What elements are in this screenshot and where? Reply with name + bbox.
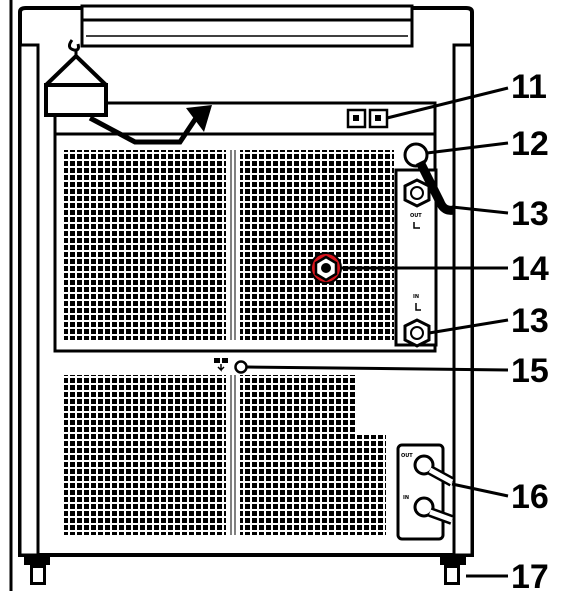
callout-12: 12 (511, 125, 549, 163)
callout-17: 17 (511, 558, 549, 591)
drain-icon (214, 358, 248, 374)
arrow-icon (88, 105, 212, 145)
callout-labels: 11 12 13 14 13 15 16 17 (511, 68, 549, 591)
callout-16: 16 (511, 478, 549, 516)
upper-port-out-label: OUT (410, 213, 422, 219)
leader-line-12 (426, 141, 509, 155)
lifting-hook-icon (44, 39, 108, 117)
leader-line-11 (386, 86, 509, 120)
callout-13-bottom: 13 (511, 302, 549, 340)
lower-port-out-label: OUT (401, 453, 413, 459)
leader-line-13-bottom (428, 318, 509, 335)
upper-grille-panel (53, 101, 438, 353)
lower-port-in-label: IN (403, 495, 409, 501)
upper-coolant-port: OUT (403, 178, 431, 229)
external-connection-block: OUT IN (396, 443, 455, 541)
coolant-valve-icon (310, 252, 342, 284)
leader-lines (246, 86, 509, 578)
callout-13-top: 13 (511, 195, 549, 233)
leader-line-13-top (451, 205, 509, 215)
upper-port-in-label: IN (413, 294, 419, 300)
leader-line-15 (246, 365, 509, 372)
callout-15: 15 (511, 352, 549, 390)
lower-coolant-port: IN (403, 294, 431, 348)
leader-line-16 (451, 482, 509, 498)
callout-14: 14 (511, 250, 549, 288)
cable-gland-icon (403, 142, 455, 215)
lower-grille-panel (64, 375, 386, 535)
caster-icon (24, 555, 466, 585)
socket-pair-icon (346, 108, 389, 129)
callout-11: 11 (511, 68, 547, 106)
